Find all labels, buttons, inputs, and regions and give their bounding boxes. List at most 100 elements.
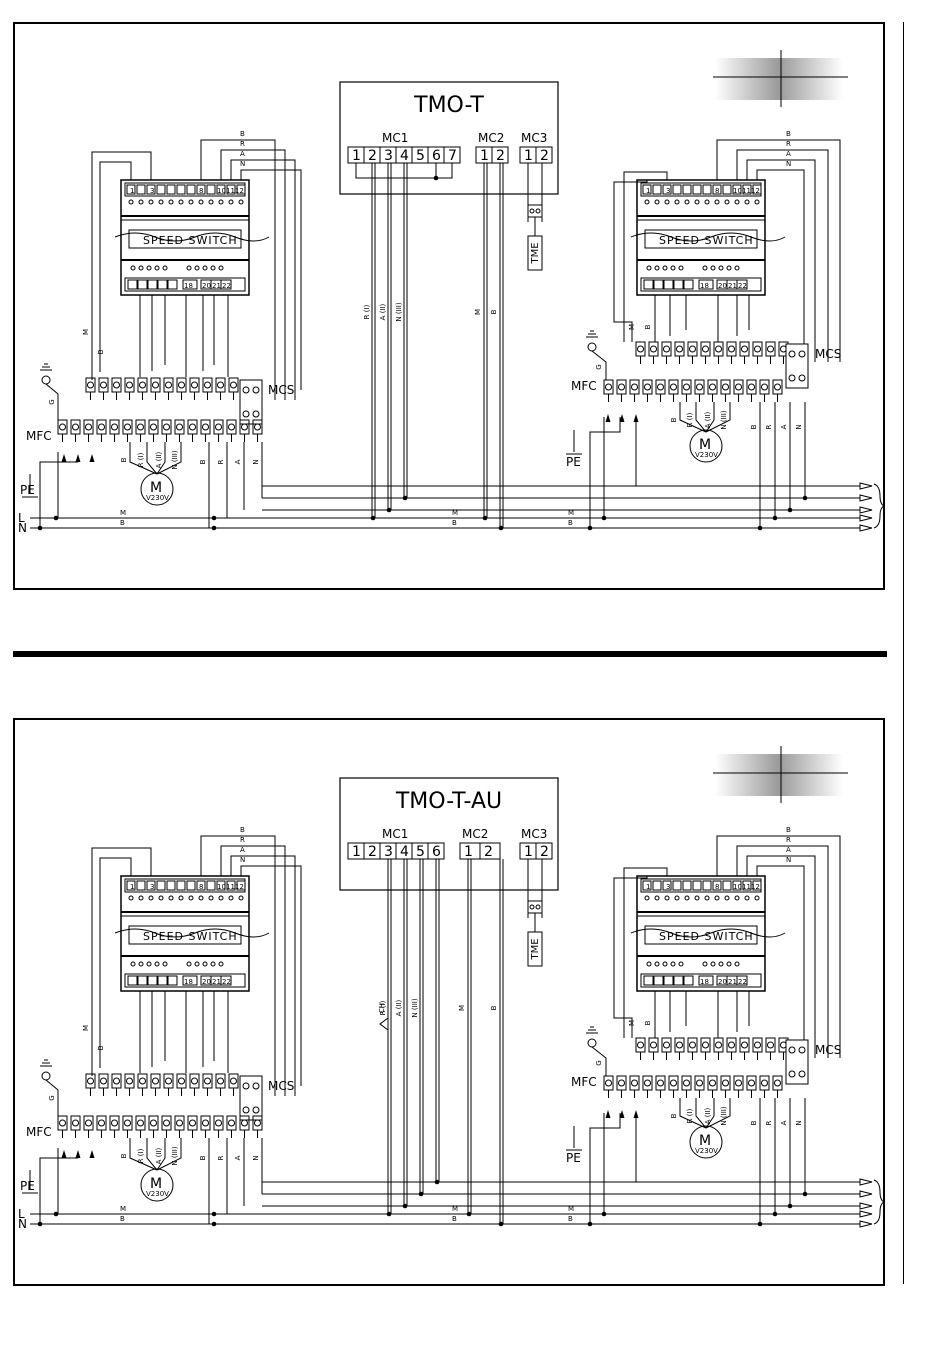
arrow-head	[89, 1150, 95, 1158]
wire-r	[736, 149, 829, 362]
label: N	[795, 1120, 803, 1125]
motor	[689, 1125, 723, 1159]
terminal-screw	[683, 383, 690, 391]
terminal-screw	[650, 1041, 657, 1049]
terminal-screw	[631, 383, 638, 391]
label: G	[595, 1060, 603, 1065]
label: B	[786, 826, 791, 834]
terminal-screw	[202, 1119, 209, 1127]
terminal	[156, 184, 166, 195]
terminal-screw	[241, 1119, 248, 1127]
terminal-screw	[85, 423, 92, 431]
terminal	[156, 880, 166, 891]
label: N (III)	[171, 450, 179, 469]
label: B	[750, 424, 758, 429]
terminal-screw	[189, 1119, 196, 1127]
terminal-screw	[644, 1079, 651, 1087]
label: MFC	[571, 379, 597, 393]
label: B	[786, 130, 791, 138]
terminal-screw	[217, 1077, 224, 1085]
label: 20	[202, 978, 211, 986]
terminal-screw	[696, 383, 703, 391]
terminal	[663, 279, 674, 290]
screw	[162, 961, 168, 967]
screw	[694, 199, 700, 205]
motor-lead	[129, 442, 158, 475]
terminal-screw	[767, 1041, 774, 1049]
screw	[644, 895, 650, 901]
label: B	[670, 1113, 678, 1118]
terminal-screw	[728, 345, 735, 353]
label: R	[217, 459, 225, 464]
screw	[188, 895, 194, 901]
motor-lead	[705, 1098, 731, 1129]
terminal	[653, 279, 664, 290]
terminal-row-bottom	[124, 973, 246, 988]
label: B	[644, 1020, 652, 1025]
label: 21	[728, 978, 737, 986]
junction-dot	[53, 1211, 59, 1217]
label: R	[786, 836, 791, 844]
terminal	[698, 975, 714, 986]
terminal-screw	[215, 1119, 222, 1127]
screw	[138, 895, 144, 901]
label: B	[120, 1153, 128, 1158]
screw	[744, 199, 750, 205]
label: M	[82, 1025, 90, 1031]
mcs-screw	[242, 386, 250, 394]
terminal	[196, 184, 206, 195]
mcs-screw	[798, 350, 806, 358]
wire-b	[716, 139, 841, 362]
screw	[694, 895, 700, 901]
terminal	[226, 184, 236, 195]
mcs-screw	[252, 1082, 260, 1090]
terminal	[722, 184, 732, 195]
label: 1	[524, 844, 533, 860]
label: 12	[751, 187, 760, 195]
label: V230V	[146, 1190, 169, 1198]
label: 20	[718, 282, 727, 290]
label: 11	[226, 187, 235, 195]
label: SPEED SWITCH	[143, 930, 238, 943]
junction-dot	[433, 175, 439, 181]
label: 6	[432, 148, 441, 164]
terminal-screw	[191, 381, 198, 389]
terminal	[166, 880, 176, 891]
terminal-screw	[663, 1041, 670, 1049]
screw	[218, 199, 224, 205]
screw	[194, 265, 200, 271]
screw	[710, 961, 716, 967]
label: TMO-T	[413, 93, 484, 118]
screw	[202, 265, 208, 271]
label: M	[150, 1176, 162, 1192]
terminal	[642, 880, 652, 891]
label: B	[670, 417, 678, 422]
terminal-screw	[178, 381, 185, 389]
terminal-screw	[618, 1079, 625, 1087]
terminal-screw	[754, 1041, 761, 1049]
screw	[670, 961, 676, 967]
terminal-screw	[689, 345, 696, 353]
terminal	[126, 184, 136, 195]
label: 1	[480, 148, 489, 164]
terminal	[147, 975, 158, 986]
terminal	[662, 880, 672, 891]
label: 10	[733, 883, 742, 891]
screw	[704, 199, 710, 205]
label: 8	[199, 187, 203, 195]
terminal-screw	[709, 383, 716, 391]
terminal-row-bottom	[640, 277, 762, 292]
screw	[674, 199, 680, 205]
label: N	[786, 856, 791, 864]
terminal-screw	[165, 1077, 172, 1085]
terminal	[176, 880, 186, 891]
terminal-screw	[178, 1077, 185, 1085]
label: M	[150, 480, 162, 496]
label: 3	[150, 883, 154, 891]
label: B	[644, 324, 652, 329]
terminal-screw	[637, 1041, 644, 1049]
label: R	[217, 1155, 225, 1160]
terminal	[722, 880, 732, 891]
terminal-screw	[152, 1077, 159, 1085]
label: B	[750, 1120, 758, 1125]
